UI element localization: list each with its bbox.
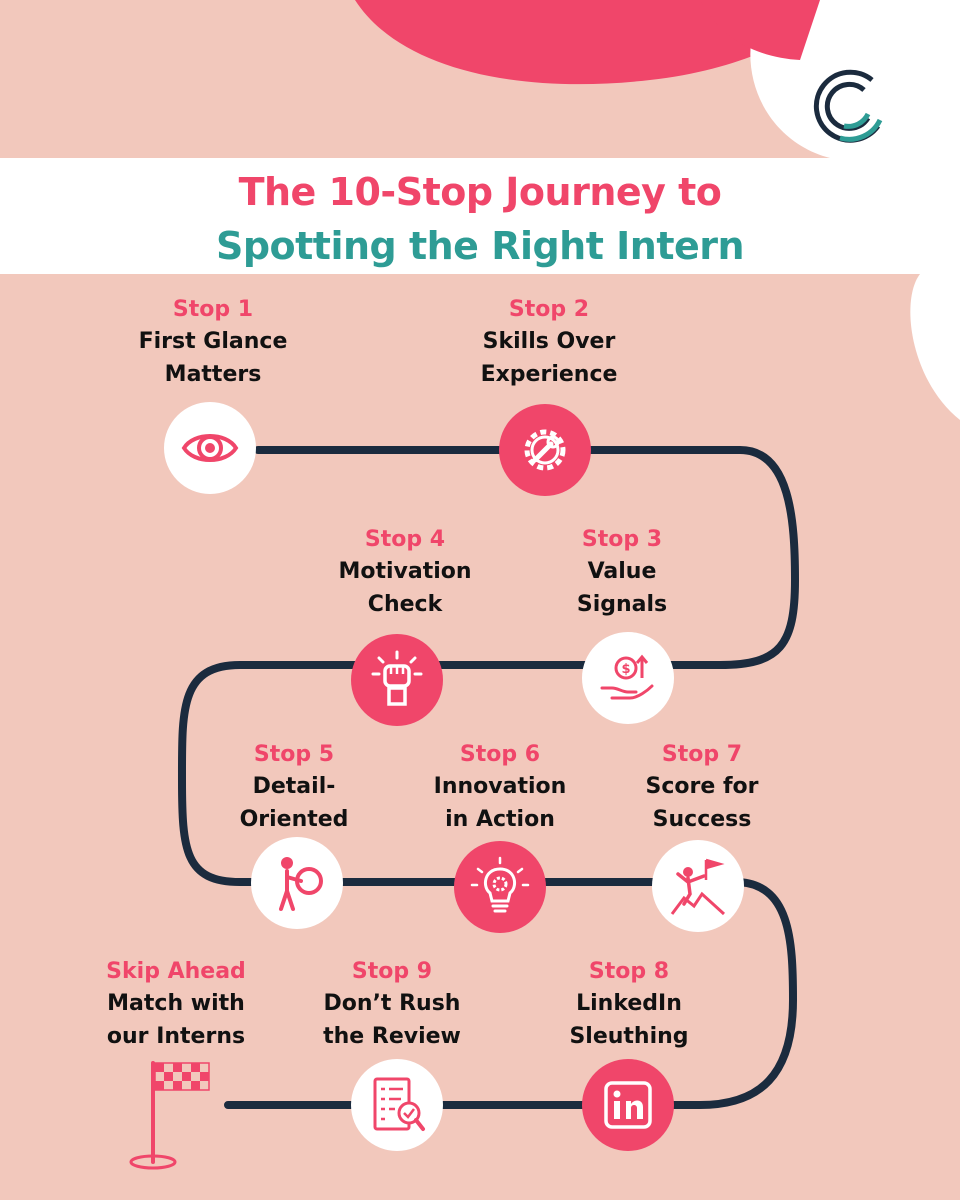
magnifier-person-icon	[279, 857, 323, 911]
stop-4-number: Stop 4	[364, 527, 446, 552]
summit-flag-icon	[670, 858, 726, 916]
finish-label: Skip Ahead Match with our Interns	[61, 957, 291, 1053]
stop-7-node	[652, 840, 744, 932]
eye-icon	[181, 434, 239, 462]
stop-8-label: Stop 8 LinkedIn Sleuthing	[514, 957, 744, 1053]
stop-7-number: Stop 7	[661, 742, 743, 767]
stop-3-title: Value Signals	[576, 559, 668, 617]
stop-1-node	[164, 402, 256, 494]
finish-number: Skip Ahead	[106, 959, 246, 984]
stop-6-number: Stop 6	[459, 742, 541, 767]
stop-1-label: Stop 1 First Glance Matters	[98, 295, 328, 391]
stop-5-title: Detail- Oriented	[239, 774, 349, 832]
white-right-blob	[910, 274, 960, 420]
stop-2-title: Skills Over Experience	[480, 329, 618, 387]
stop-7-label: Stop 7 Score for Success	[587, 740, 817, 836]
stop-9-label: Stop 9 Don’t Rush the Review	[277, 957, 507, 1053]
stop-6-label: Stop 6 Innovation in Action	[385, 740, 615, 836]
stop-9-node	[351, 1059, 443, 1151]
stop-8-number: Stop 8	[588, 959, 670, 984]
stop-2-node	[499, 404, 591, 496]
stop-5-label: Stop 5 Detail- Oriented	[179, 740, 409, 836]
stop-4-title: Motivation Check	[338, 559, 472, 617]
brand-logo	[813, 69, 883, 143]
stop-3-number: Stop 3	[581, 527, 663, 552]
stop-5-number: Stop 5	[253, 742, 335, 767]
stop-1-title: First Glance Matters	[138, 329, 288, 387]
gear-wrench-icon	[524, 429, 566, 471]
stop-8-node	[582, 1059, 674, 1151]
title-band	[0, 158, 960, 274]
lightbulb-gear-icon	[470, 856, 530, 913]
page-title-line-2: Spotting the Right Intern	[215, 224, 745, 268]
stop-2-label: Stop 2 Skills Over Experience	[434, 295, 664, 391]
stop-5-node	[251, 837, 343, 929]
stop-6-node	[454, 841, 546, 933]
money-hand-icon: $	[600, 654, 654, 700]
stop-1-number: Stop 1	[172, 297, 254, 322]
stop-3-node: $	[582, 632, 674, 724]
journey-path	[177, 446, 800, 1109]
stop-3-label: Stop 3 Value Signals	[507, 525, 737, 621]
checkered-flag-icon	[129, 1061, 210, 1170]
stop-4-node	[351, 634, 443, 726]
svg-text:$: $	[621, 662, 630, 677]
page-title-line-1: The 10-Stop Journey to	[238, 170, 722, 214]
pink-corner-arc	[700, 0, 820, 60]
raised-fist-icon	[371, 650, 423, 706]
stop-2-number: Stop 2	[508, 297, 590, 322]
stop-7-title: Score for Success	[645, 774, 759, 832]
stop-9-title: Don’t Rush the Review	[323, 991, 461, 1049]
checklist-review-icon	[373, 1077, 425, 1131]
stop-8-title: LinkedIn Sleuthing	[569, 991, 689, 1049]
finish-title: Match with our Interns	[106, 991, 246, 1049]
linkedin-icon	[604, 1081, 652, 1129]
stop-6-title: Innovation in Action	[433, 774, 567, 832]
stop-4-label: Stop 4 Motivation Check	[290, 525, 520, 621]
stop-9-number: Stop 9	[351, 959, 433, 984]
